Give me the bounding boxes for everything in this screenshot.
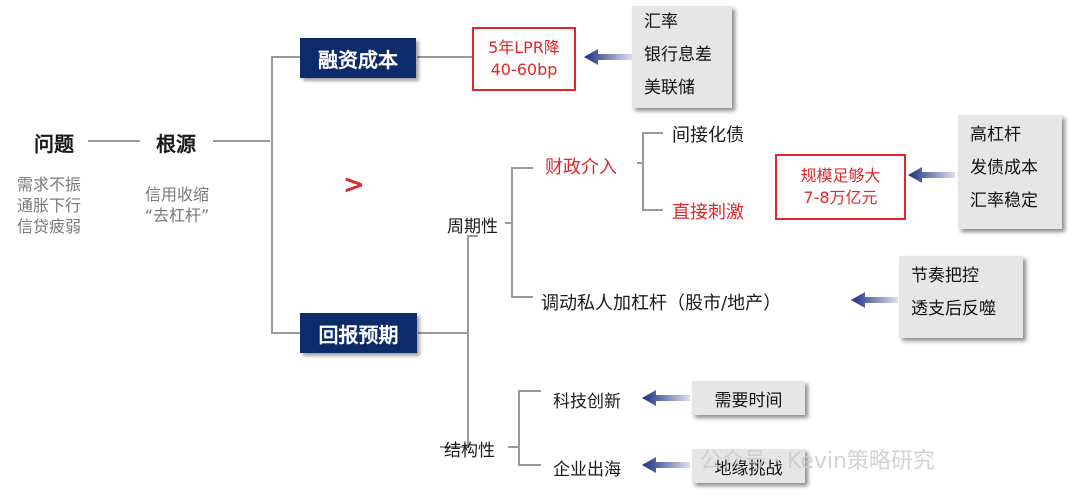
symptom-item: 通胀下行 <box>17 196 82 215</box>
overseas-note: 地缘挑战 <box>714 458 783 479</box>
structural-label: 结构性 <box>444 441 495 461</box>
cause-item: 信用收缩 <box>144 185 209 204</box>
symptom-item: 信贷疲弱 <box>17 217 82 236</box>
factor-item: 银行息差 <box>644 45 712 65</box>
symptom-list: 需求不振 通胀下行 信贷疲弱 <box>17 174 81 237</box>
stimulus-scale-box: 规模足够大 7-8万亿元 <box>775 154 906 220</box>
scale-line: 7-8万亿元 <box>803 188 878 207</box>
factor-item: 汇率稳定 <box>970 191 1038 211</box>
private-leverage-label: 调动私人加杠杆（股市/地产） <box>541 293 782 314</box>
factor-item: 汇率 <box>644 12 678 32</box>
root-label: 根源 <box>156 132 196 156</box>
factor-item: 节奏把控 <box>911 266 979 286</box>
overseas-label: 企业出海 <box>553 460 621 480</box>
lpr-line: 40-60bp <box>490 60 558 79</box>
scale-factors-box: 高杠杆 发债成本 汇率稳定 <box>958 115 1062 229</box>
financing-cost-box: 融资成本 <box>300 38 416 78</box>
greater-than-sign: > <box>343 170 365 200</box>
scale-line: 规模足够大 <box>800 166 881 185</box>
factor-item: 高杠杆 <box>970 125 1021 145</box>
symptom-item: 需求不振 <box>17 175 82 194</box>
watermark: 公众号 · Kevin策略研究 <box>700 449 935 474</box>
overseas-note-box: 地缘挑战 <box>692 449 805 483</box>
private-factors-box: 节奏把控 透支后反噬 <box>899 256 1023 338</box>
financing-factors-box: 汇率 银行息差 美联储 <box>632 6 732 108</box>
indirect-debt-label: 间接化债 <box>672 125 744 146</box>
lpr-line: 5年LPR降 <box>488 38 560 57</box>
return-expectation-box: 回报预期 <box>300 313 417 353</box>
tech-innovation-label: 科技创新 <box>553 392 621 412</box>
cause-list: 信用收缩 “去杠杆” <box>136 184 218 226</box>
factor-item: 发债成本 <box>970 158 1038 178</box>
tech-note: 需要时间 <box>714 390 783 411</box>
direct-stimulus-label: 直接刺激 <box>672 202 744 223</box>
factor-item: 美联储 <box>644 78 695 98</box>
cause-item: “去杠杆” <box>144 206 210 225</box>
cyclical-label: 周期性 <box>447 217 498 237</box>
lpr-cut-box: 5年LPR降 40-60bp <box>472 27 576 91</box>
return-expectation-title: 回报预期 <box>318 322 399 347</box>
tech-note-box: 需要时间 <box>692 381 805 415</box>
factor-item: 透支后反噬 <box>911 299 996 319</box>
financing-cost-title: 融资成本 <box>318 47 398 72</box>
fiscal-intervention-label: 财政介入 <box>545 157 617 178</box>
problem-label: 问题 <box>34 132 74 156</box>
